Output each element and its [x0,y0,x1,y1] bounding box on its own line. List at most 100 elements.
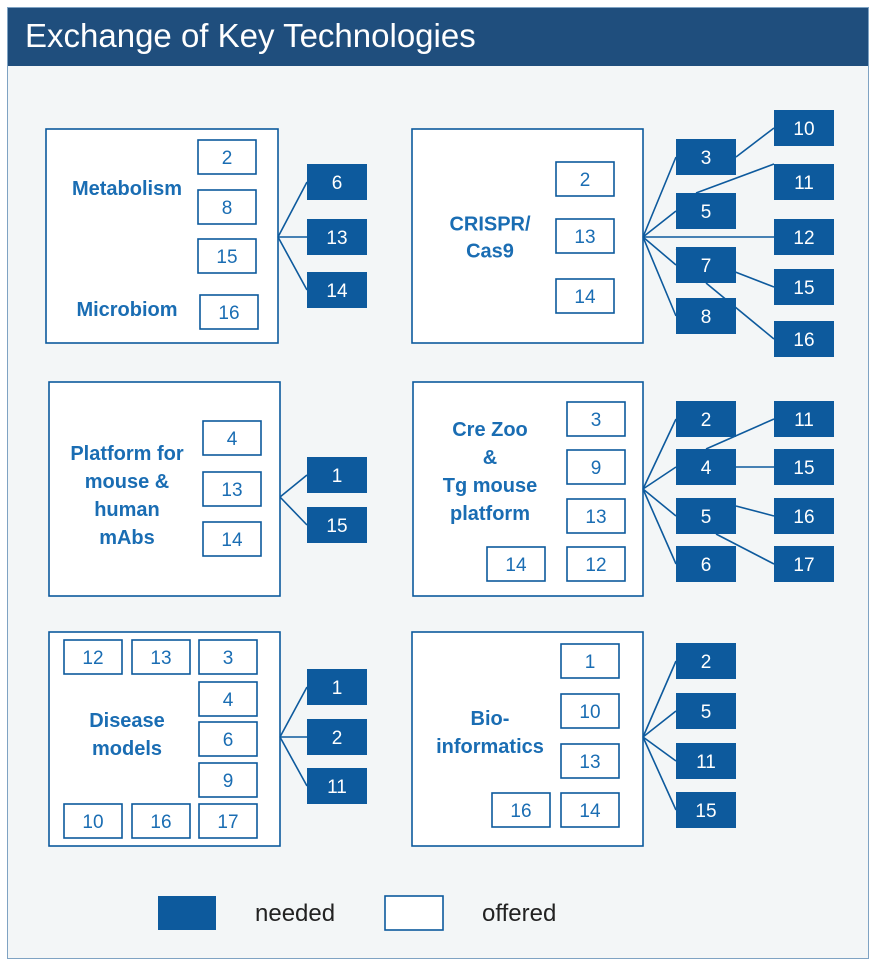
offered-number: 8 [222,198,233,219]
needed-box: 16 [774,321,834,357]
offered-box: 10 [63,803,123,839]
group-label-disease: models [92,738,162,760]
offered-box: 2 [555,161,615,197]
needed-number: 16 [793,507,814,528]
offered-box: 4 [198,681,258,717]
offered-number: 16 [150,812,171,833]
needed-number: 1 [332,466,343,487]
needed-number: 8 [701,307,712,328]
group-label-mabs: mouse & [85,471,169,493]
offered-number: 4 [223,690,234,711]
group-label-metabolism: Metabolism [72,178,182,200]
offered-number: 10 [82,812,103,833]
offered-box: 14 [555,278,615,314]
group-label-disease: Disease [89,710,165,732]
needed-box: 15 [307,507,367,543]
connector-line [642,156,677,238]
needed-number: 15 [695,801,716,822]
needed-number: 2 [332,728,343,749]
connector-line [642,418,677,490]
offered-box: 12 [566,546,626,582]
offered-number: 6 [223,730,234,751]
needed-box: 13 [307,219,367,255]
offered-number: 2 [580,170,591,191]
offered-box: 8 [197,189,257,225]
needed-box: 15 [774,449,834,485]
group-label-mabs: mAbs [99,527,155,549]
offered-box: 1 [560,643,620,679]
needed-number: 15 [326,516,347,537]
legend-offered-label: offered [482,900,556,927]
group-label-crispr: CRISPR/ [449,214,531,236]
needed-number: 6 [332,173,343,194]
group-label-crispr: Cas9 [466,241,514,263]
offered-number: 4 [227,429,238,450]
connector-line [642,488,677,517]
needed-box: 5 [676,498,736,534]
offered-box: 9 [198,762,258,798]
needed-box: 14 [307,272,367,308]
offered-number: 1 [585,652,596,673]
offered-number: 3 [223,648,234,669]
offered-box: 13 [560,743,620,779]
needed-number: 5 [701,702,712,723]
connector-line [705,418,775,450]
connector-line [642,236,677,266]
offered-box: 15 [197,238,257,274]
needed-box: 5 [676,693,736,729]
needed-number: 7 [701,256,712,277]
offered-number: 14 [574,287,596,308]
offered-box: 14 [202,521,262,557]
needed-box: 2 [307,719,367,755]
group-label-crezoo: Tg mouse [443,475,537,497]
connector-line [642,736,677,762]
connector-line [277,236,308,291]
needed-number: 5 [701,507,712,528]
offered-number: 12 [82,648,103,669]
needed-number: 11 [794,173,814,194]
needed-number: 13 [326,228,347,249]
needed-number: 2 [701,410,712,431]
offered-box: 9 [566,449,626,485]
needed-number: 4 [701,458,712,479]
connector-line [642,210,677,238]
needed-box: 11 [774,401,834,437]
needed-box: 8 [676,298,736,334]
offered-number: 9 [223,771,234,792]
offered-number: 13 [150,648,171,669]
connector-line [642,660,677,738]
needed-number: 6 [701,555,712,576]
offered-box: 4 [202,420,262,456]
needed-box: 2 [676,401,736,437]
offered-box: 13 [202,471,262,507]
connector-line [642,236,677,317]
legend-needed-swatch [158,896,216,930]
needed-box: 10 [774,110,834,146]
technology-exchange-diagram: MetabolismMicrobiom28151661314CRISPR/Cas… [45,110,834,931]
legend-needed-label: needed [255,900,335,927]
needed-box: 5 [676,193,736,229]
connector-line [277,181,308,238]
offered-number: 16 [218,303,239,324]
offered-box: 16 [491,792,551,828]
title-bar: Exchange of Key Technologies [8,8,868,66]
needed-number: 3 [701,148,712,169]
connector-line [642,488,677,565]
needed-box: 3 [676,139,736,175]
offered-number: 14 [579,801,601,822]
connector-line [279,474,308,498]
needed-box: 15 [676,792,736,828]
needed-number: 5 [701,202,712,223]
needed-number: 2 [701,652,712,673]
offered-number: 16 [510,801,531,822]
offered-number: 13 [585,507,606,528]
offered-number: 3 [591,410,602,431]
offered-box: 13 [131,639,191,675]
offered-number: 13 [574,227,595,248]
offered-box: 12 [63,639,123,675]
needed-box: 2 [676,643,736,679]
offered-box: 14 [560,792,620,828]
connector-line [735,127,775,158]
offered-number: 2 [222,148,233,169]
